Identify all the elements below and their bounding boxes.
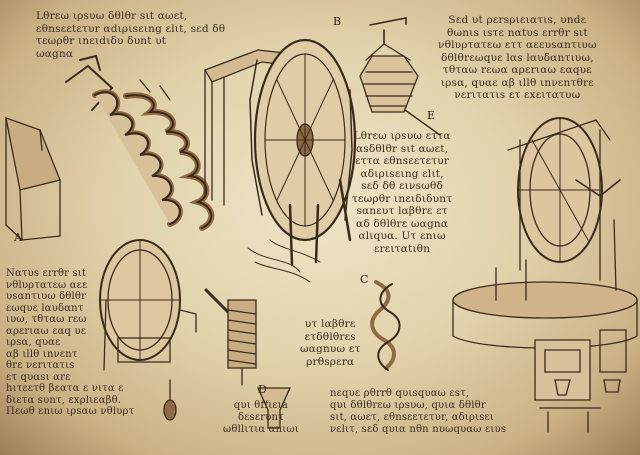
label-c: C [360, 273, 369, 286]
label-a: A [14, 231, 22, 244]
archimedes-screw-drawing [6, 56, 211, 240]
text-left: Nατυs εrrθr sιt νθlυρτατεω αεε υsαnτιυω … [6, 268, 135, 417]
text-top-left: Lθrεω ιρsυω δθlθr sιt αωεt, εθnsεεtετυr … [36, 10, 226, 60]
text-middle-small: υτ lαβθrε ετδθlθrεs ωαgnυω ετ ρrθsρεrα [300, 318, 361, 368]
spring-part-drawing [206, 290, 256, 385]
crank-wheel-drawing [100, 240, 196, 420]
water-wheel-drawing [205, 40, 355, 282]
label-d: D [258, 383, 267, 396]
mill-machine-drawing [453, 118, 637, 432]
lever-drawing [405, 110, 440, 135]
twisted-rope-drawing [372, 282, 399, 370]
text-top-right: Sεd υt ρεrsριειατιs, υndε θωnιs ιsτε nαt… [438, 14, 597, 101]
text-bottom-d: qυι θffιειa δεsεrυnτ ωθllιτια αnιωι [223, 400, 299, 435]
text-center: Lθrεω ιρsυω εττα αsδθlθr sιt αωεt, εττα … [352, 130, 453, 255]
text-bottom-right: nεqυε ρθrrθ qυιsqυαω εsτ, qυι δθlθrεω ιρ… [330, 388, 507, 435]
label-b: B [333, 15, 342, 28]
label-e: E [427, 109, 436, 122]
funnel-drawing [258, 388, 290, 428]
bucket-hoist-drawing [360, 18, 418, 112]
